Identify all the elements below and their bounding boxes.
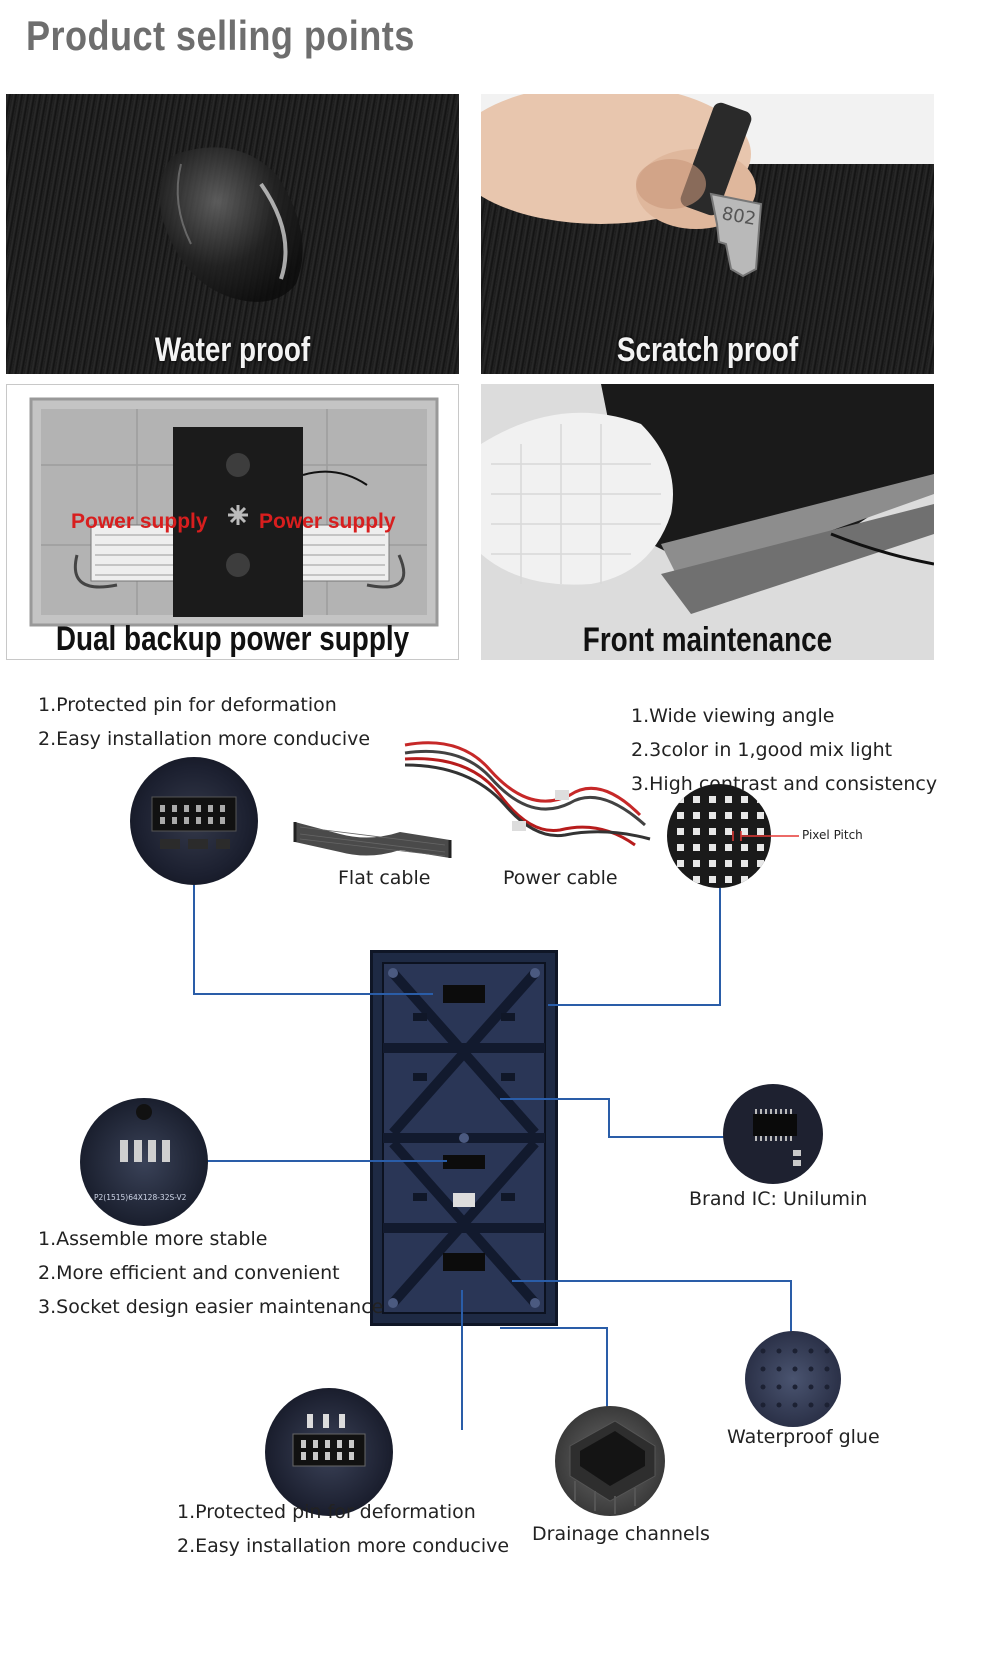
bottom-pin-header-icon xyxy=(292,1414,366,1467)
connector-line-top-left-v xyxy=(193,885,195,995)
connector-line-glue-h xyxy=(512,1280,792,1282)
pixel-pitch-label: Pixel Pitch xyxy=(802,828,863,842)
power-label-left: Power supply xyxy=(71,510,208,533)
pin-header-icon xyxy=(151,796,237,849)
power-cable-label: Power cable xyxy=(503,867,618,889)
socket-pcb-text: P2(1515)64X128-32S-V2 xyxy=(94,1193,187,1202)
tile-front-maintenance: Front maintenance xyxy=(481,384,934,660)
ic-chip-closeup xyxy=(723,1084,823,1184)
connector-line-ic-h2 xyxy=(608,1136,726,1138)
water-proof-caption: Water proof xyxy=(154,331,311,369)
pin-connector-closeup xyxy=(130,757,258,885)
waterproof-glue-label: Waterproof glue xyxy=(727,1426,880,1448)
connector-line-socket-h xyxy=(207,1160,447,1162)
key-scratch-image: 802 xyxy=(481,94,934,278)
pixel-pitch-pointer xyxy=(732,831,799,841)
top-right-feature-2: 2.3color in 1,good mix light xyxy=(631,739,893,761)
bottom-feature-1: 1.Protected pin for deformation xyxy=(177,1501,476,1523)
connector-line-top-right-h xyxy=(548,1004,721,1006)
page-title: Product selling points xyxy=(26,12,415,59)
connector-line-bottom-v xyxy=(461,1290,463,1430)
mid-left-feature-1: 1.Assemble more stable xyxy=(38,1228,268,1250)
led-module-back xyxy=(370,950,558,1326)
bottom-feature-2: 2.Easy installation more conducive xyxy=(177,1535,510,1557)
mid-left-feature-3: 3.Socket design easier maintenance xyxy=(38,1296,384,1318)
waterproof-glue-closeup xyxy=(745,1331,841,1427)
connector-line-drain-h xyxy=(500,1327,608,1329)
water-drop-image xyxy=(160,147,303,302)
tile-scratch-proof: 802 Scratch proof xyxy=(481,94,934,374)
top-right-feature-1: 1.Wide viewing angle xyxy=(631,705,835,727)
module-frame-graphic xyxy=(382,962,546,1314)
tile-dual-power: Power supply Power supply Dual backup po… xyxy=(6,384,459,660)
connector-line-ic-v xyxy=(608,1098,610,1138)
tile-water-proof: Water proof xyxy=(6,94,459,374)
ic-chip-icon xyxy=(753,1109,801,1166)
dual-power-caption: Dual backup power supply xyxy=(55,620,410,658)
connector-line-ic-h1 xyxy=(500,1098,610,1100)
scratch-proof-caption: Scratch proof xyxy=(616,331,799,369)
power-board-image: Power supply Power supply xyxy=(29,397,439,627)
flat-cable-label: Flat cable xyxy=(338,867,431,889)
drainage-channels-closeup xyxy=(555,1406,665,1516)
power-label-right: Power supply xyxy=(259,510,396,533)
connector-line-glue-v xyxy=(790,1280,792,1332)
top-left-feature-1: 1.Protected pin for deformation xyxy=(38,694,337,716)
mid-left-feature-2: 2.More efficient and convenient xyxy=(38,1262,340,1284)
socket-icon: P2(1515)64X128-32S-V2 xyxy=(94,1104,187,1202)
flat-cable-icon xyxy=(293,822,452,858)
top-left-feature-2: 2.Easy installation more conducive xyxy=(38,728,371,750)
connector-line-top-right-v xyxy=(719,888,721,1006)
socket-closeup: P2(1515)64X128-32S-V2 xyxy=(80,1098,208,1226)
glue-dots-icon xyxy=(760,1348,830,1408)
front-maintenance-image xyxy=(481,384,934,660)
led-grid-icon xyxy=(677,796,764,883)
power-cable-icon xyxy=(404,741,651,847)
top-right-feature-3: 3.High contrast and consistency xyxy=(631,773,938,795)
front-maintenance-caption: Front maintenance xyxy=(582,621,833,659)
drainage-channels-label: Drainage channels xyxy=(532,1523,710,1545)
connector-line-drain-v xyxy=(606,1327,608,1407)
drainage-icon xyxy=(569,1420,656,1514)
bottom-pin-connector-closeup xyxy=(265,1388,393,1516)
brand-ic-label: Brand IC: Unilumin xyxy=(689,1188,868,1210)
connector-line-top-left-h xyxy=(193,993,433,995)
